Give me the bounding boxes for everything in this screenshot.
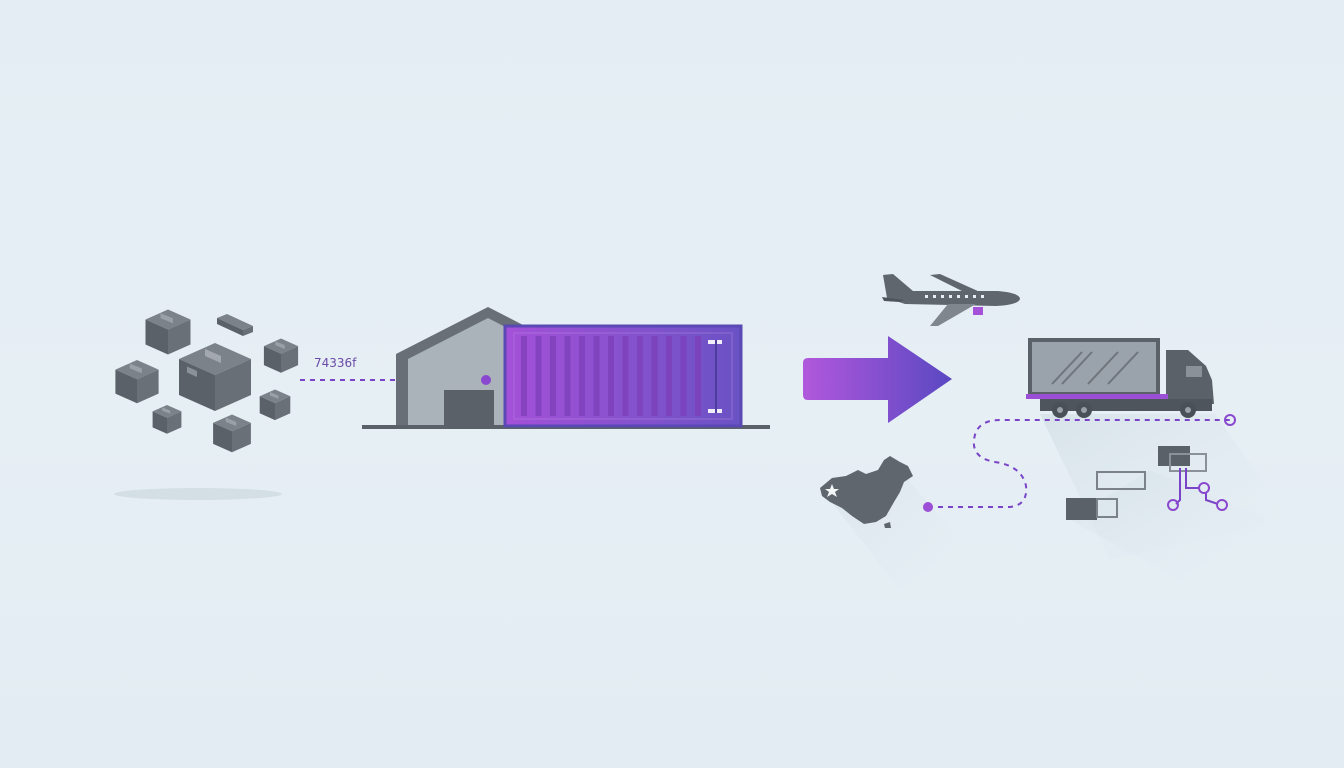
shipping-container-icon: [503, 324, 743, 428]
route-end-node: [1224, 414, 1236, 426]
node-network-icon: [1066, 446, 1228, 520]
truck-icon: [1026, 338, 1214, 418]
star-icon: [825, 484, 839, 497]
container-rib: [666, 336, 672, 416]
tracking-code-label: 74336f: [314, 356, 357, 370]
package-small: [259, 389, 291, 421]
arrow-right-icon: [803, 336, 952, 423]
route-origin-node: [923, 502, 933, 512]
container-rib: [608, 336, 614, 416]
container-rib: [579, 336, 585, 416]
container-rib: [651, 336, 658, 416]
container-rib: [695, 336, 701, 416]
package-small: [115, 360, 159, 404]
container-rib: [680, 336, 687, 416]
package-small: [213, 414, 251, 453]
package-large: [179, 343, 251, 411]
container-ribs: [521, 336, 701, 416]
container-rib: [593, 336, 600, 416]
warehouse-door: [444, 390, 494, 427]
china-map-icon: [820, 456, 913, 528]
airplane-icon: [882, 274, 1020, 326]
package-small: [145, 309, 191, 355]
container-rib: [622, 336, 629, 416]
container-rib: [521, 336, 527, 416]
cluster-shadow: [114, 488, 282, 500]
tracking-node: [481, 375, 491, 385]
package-small: [152, 405, 182, 434]
route-dashed-path: [928, 419, 1230, 508]
container-rib: [550, 336, 556, 416]
package-cluster-icon: [114, 309, 299, 500]
package-flat: [217, 314, 253, 336]
container-rib: [564, 336, 571, 416]
package-small: [263, 338, 299, 373]
container-rib: [535, 336, 542, 416]
network-shadow: [1070, 470, 1270, 580]
container-rib: [637, 336, 643, 416]
